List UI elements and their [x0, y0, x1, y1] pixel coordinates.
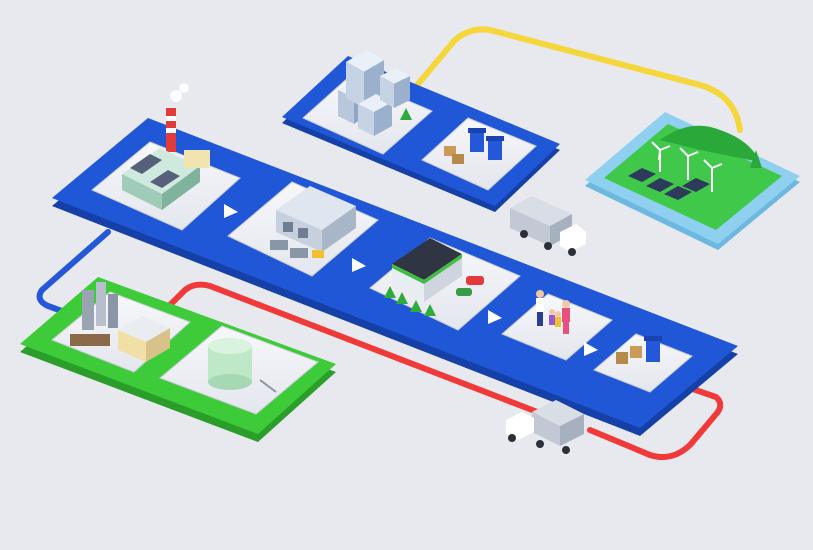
hill-icon — [660, 125, 760, 162]
flow-arrow-3 — [488, 310, 502, 324]
flow-arrow-1 — [224, 204, 238, 218]
recycle-bins-icon — [444, 128, 504, 164]
blue-pipe — [36, 229, 111, 317]
flow-arrow-4 — [584, 342, 598, 356]
factory-icon — [122, 83, 210, 210]
yellow-pipe — [405, 26, 743, 133]
recycling-plant-icon — [70, 282, 170, 362]
bins-tile — [421, 117, 537, 191]
waste-tile — [593, 333, 693, 393]
tree-icons — [384, 286, 436, 316]
truck-upper — [510, 196, 586, 256]
truck-lower — [506, 400, 584, 454]
office-buildings-icon — [338, 50, 412, 136]
wind-solar-icon — [628, 141, 762, 200]
family-icon — [536, 290, 570, 334]
waste-bin-icon — [616, 336, 662, 364]
red-pipe — [162, 281, 724, 460]
recycling-platform — [20, 277, 336, 442]
warehouse-icon — [270, 186, 356, 258]
flow-arrow-2 — [352, 258, 366, 272]
store-icon — [384, 238, 484, 316]
tank-icon — [208, 338, 277, 393]
renewable-platform — [585, 112, 800, 250]
